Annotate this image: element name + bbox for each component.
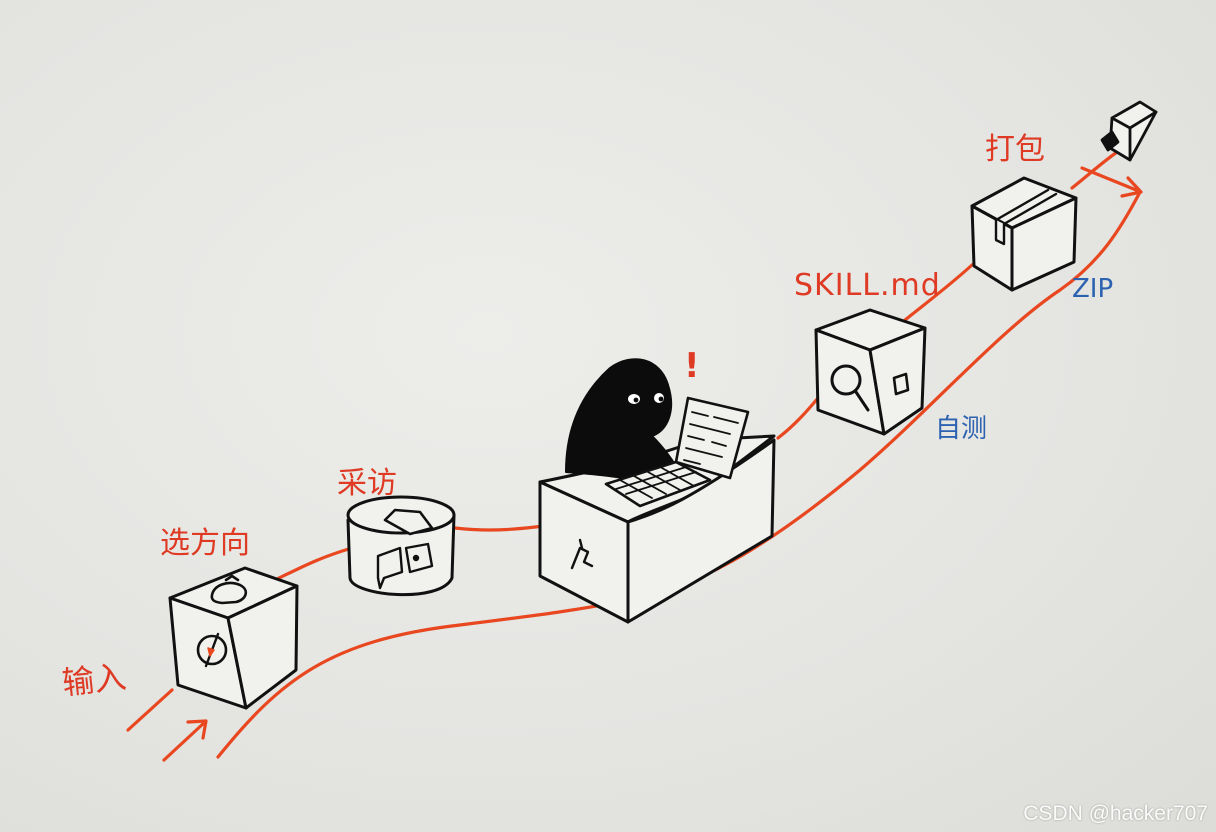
direction-cube (168, 566, 299, 710)
label-package: 打包 (985, 132, 1045, 167)
label-input: 输入 (60, 657, 129, 703)
document-icon (683, 411, 739, 465)
chat-bubbles-icon (376, 542, 434, 590)
magnifier-icon (830, 364, 870, 412)
note-icon (383, 508, 434, 536)
input-arrow (162, 719, 208, 762)
stapler-icon (570, 538, 594, 570)
keyboard-icon (604, 460, 712, 508)
lightbulb-icon (210, 574, 248, 605)
watermark: CSDN @hacker707 (1023, 802, 1208, 825)
path-upper-line (126, 148, 1122, 732)
laptop-icon (674, 396, 750, 480)
label-exclamation: ! (684, 346, 700, 386)
label-choose-direction: 选方向 (160, 526, 250, 561)
character-icon (565, 358, 679, 483)
checkmark-icon (892, 372, 910, 396)
label-self-test: 自测 (935, 414, 988, 444)
label-skill-md: SKILL.md (794, 268, 941, 303)
output-arrow (1080, 166, 1143, 198)
label-zip: ZIP (1072, 274, 1114, 304)
output-device (1100, 100, 1158, 162)
label-interview: 采访 (337, 466, 397, 501)
compass-icon (196, 632, 228, 668)
package-box-icon (970, 176, 1078, 292)
self-test-cube (814, 308, 927, 436)
